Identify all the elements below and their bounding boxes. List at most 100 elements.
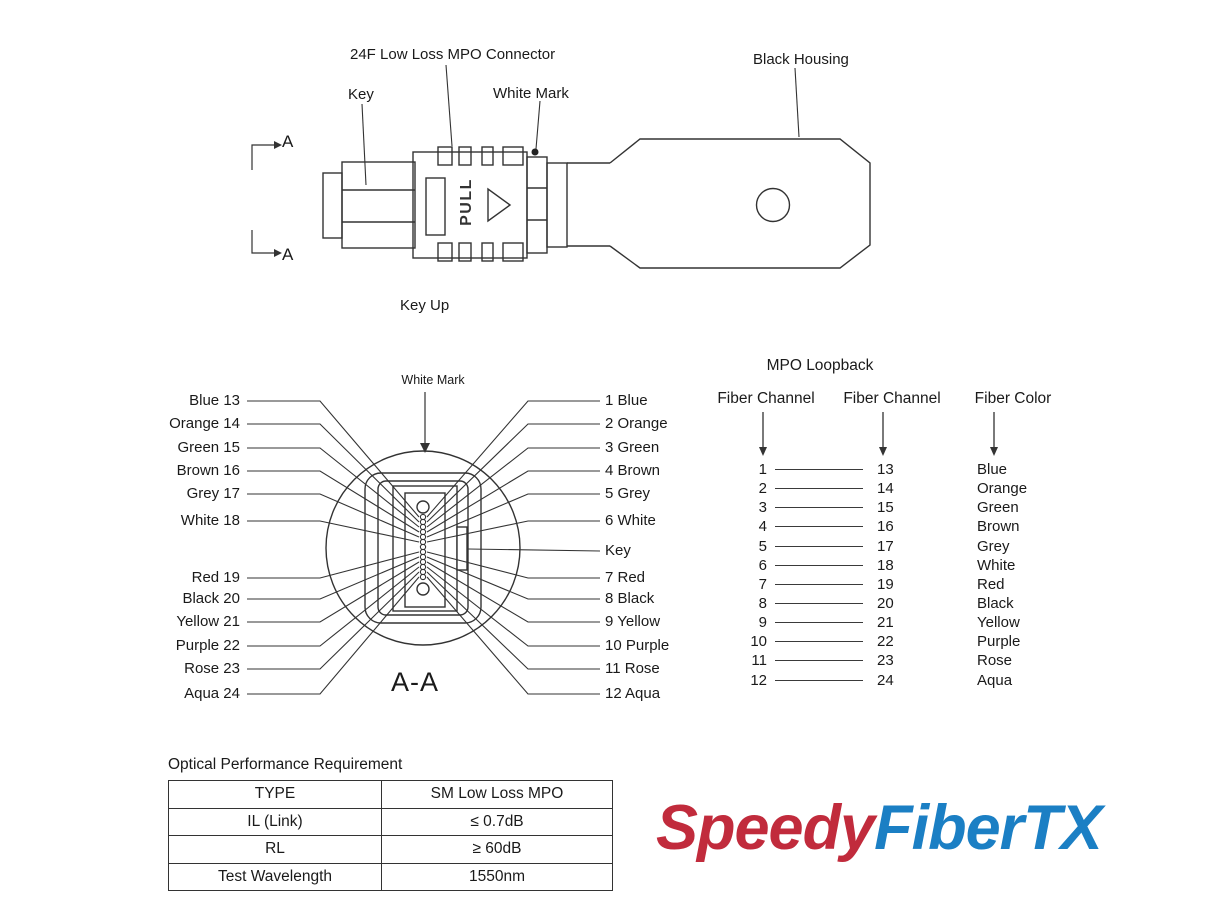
channel-from: 7 [758, 575, 767, 593]
loopback-link-line [767, 660, 877, 662]
spec-label: Test Wavelength [168, 862, 382, 891]
connector-label: 24F Low Loss MPO Connector [350, 46, 556, 63]
down-arrow-icon [990, 447, 998, 456]
table-row: RL ≥ 60dB [168, 835, 613, 864]
channel-from: 1 [758, 461, 767, 479]
loopback-link-line [767, 679, 877, 681]
connector-side-view [251, 64, 871, 269]
channel-to: 20 [877, 595, 894, 613]
xs-right-label: 8 Black [605, 590, 655, 607]
fiber-color: Brown [977, 518, 1020, 536]
fiber-color: Aqua [977, 671, 1013, 689]
section-arrow-bottom-icon [274, 249, 282, 257]
fiber-color: Red [977, 575, 1005, 593]
table-row: Test Wavelength 1550nm [168, 862, 613, 891]
channel-to: 15 [877, 499, 894, 517]
white-mark-label: White Mark [493, 85, 569, 102]
spec-value: SM Low Loss MPO [381, 780, 613, 809]
xs-right-label: 7 Red [605, 569, 646, 586]
spec-value: 1550nm [381, 862, 613, 891]
ferrule-face [404, 492, 446, 608]
channel-to: 22 [877, 633, 894, 651]
loopback-link-line [767, 622, 877, 624]
white-mark-leader-line [535, 100, 541, 150]
loopback-header-fiber-channel-1: Fiber Channel [717, 390, 815, 407]
xs-left-label: Red 19 [191, 569, 240, 586]
channel-to: 16 [877, 518, 894, 536]
loopback-title: MPO Loopback [766, 357, 874, 374]
xs-right-label: 3 Green [605, 439, 660, 456]
rear-flange [546, 162, 568, 248]
black-housing-label: Black Housing [753, 51, 849, 68]
loopback-link-line [767, 469, 877, 471]
guide-pin-top [416, 500, 430, 514]
section-arrow-top-icon [274, 141, 282, 149]
loopback-header-fiber-channel-2: Fiber Channel [843, 390, 941, 407]
xs-right-label: 4 Brown [605, 462, 661, 479]
logo-part-speedy: Speedy [656, 793, 875, 863]
housing-leader-line [794, 67, 800, 138]
guide-pin-bottom [416, 582, 430, 596]
xs-left-label: Blue 13 [189, 392, 240, 409]
fiber-color: Yellow [977, 614, 1020, 632]
boot-circle [325, 450, 521, 646]
loopback-link-line [767, 545, 877, 547]
xs-right-label-key: Key [605, 542, 631, 559]
spec-label: RL [168, 835, 382, 864]
xs-right-label: 9 Yellow [605, 613, 661, 630]
fiber-holes [419, 513, 427, 581]
sleeve-rect [377, 480, 469, 616]
section-title-aa: A-A [390, 667, 440, 697]
loopback-link-line [767, 583, 877, 585]
channel-from: 2 [758, 480, 767, 498]
loopback-link-line [767, 488, 877, 490]
xs-right-label: 2 Orange [605, 415, 668, 432]
fiber-color: Blue [977, 461, 1008, 479]
loopback-header-fiber-color: Fiber Color [974, 390, 1052, 407]
cross-section-view [325, 392, 521, 646]
loopback-link-line [767, 641, 877, 643]
section-marker-a-top: A [282, 132, 294, 151]
channel-to: 14 [877, 480, 894, 498]
channel-from: 9 [758, 614, 767, 632]
xs-right-label: 12 Aqua [605, 685, 661, 702]
channel-to: 17 [877, 537, 894, 555]
loopback-link-line [767, 564, 877, 566]
spec-label: TYPE [168, 780, 382, 809]
label-window [425, 177, 446, 236]
xs-right-label: 10 Purple [605, 637, 670, 654]
channel-from: 8 [758, 595, 767, 613]
key-up-label: Key Up [400, 297, 450, 314]
xs-left-label: Green 15 [177, 439, 240, 456]
logo-part-fibertx: FiberTX [874, 793, 1103, 863]
loopback-link-line [767, 526, 877, 528]
channel-from: 4 [758, 518, 767, 536]
white-mark-arrow-icon [420, 443, 430, 453]
pull-arrow-icon [487, 187, 512, 223]
table-row: TYPE SM Low Loss MPO [168, 780, 613, 809]
fiber-color: White [977, 556, 1016, 574]
channel-from: 6 [758, 556, 767, 574]
down-arrow-icon [879, 447, 887, 456]
channel-from: 12 [750, 671, 767, 689]
housing-hole [755, 187, 791, 223]
xs-right-label: 1 Blue [605, 392, 648, 409]
spec-value: ≤ 0.7dB [381, 807, 613, 836]
channel-to: 23 [877, 652, 894, 670]
key-label: Key [348, 86, 374, 103]
xs-left-label: Yellow 21 [176, 613, 240, 630]
xs-white-mark-label: White Mark [401, 373, 465, 387]
fiber-color: Green [977, 499, 1019, 517]
channel-from: 10 [750, 633, 767, 651]
xs-left-label: Orange 14 [169, 415, 240, 432]
loopback-header-arrows [759, 412, 998, 456]
pull-label: PULL [458, 178, 475, 226]
xs-right-label: 6 White [605, 512, 656, 529]
xs-left-label: Rose 23 [184, 660, 240, 677]
section-marker-a-bottom: A [282, 245, 294, 264]
spec-value: ≥ 60dB [381, 835, 613, 864]
loopback-link-line [767, 603, 877, 605]
